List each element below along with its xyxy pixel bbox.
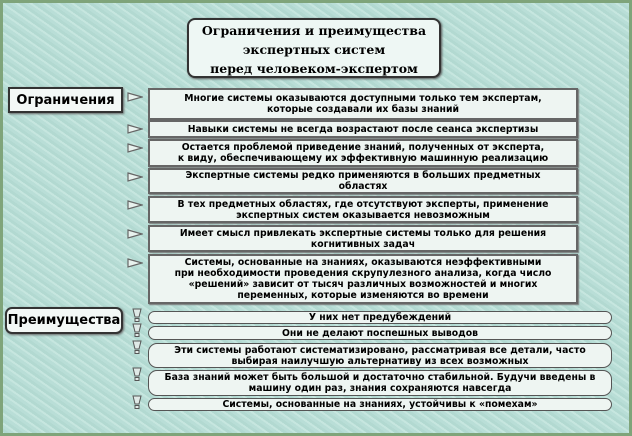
limitations-label: Ограничения — [8, 87, 123, 113]
limitation-item: В тех предметных областях, где отсутству… — [148, 196, 578, 223]
arrow-icon — [127, 229, 143, 239]
limitation-item: Имеет смысл привлекать экспертные систем… — [148, 225, 578, 252]
advantage-item: Системы, основанные на знаниях, устойчив… — [148, 398, 612, 411]
exclamation-icon — [132, 308, 142, 322]
limitation-text: «решений» зависит от тысяч различных воз… — [188, 279, 538, 290]
limitation-text: когнитивных задач — [310, 238, 416, 250]
limitation-item: Многие системы оказываются доступными то… — [148, 88, 578, 120]
arrow-icon — [127, 124, 143, 134]
limitation-text: областях — [338, 181, 388, 192]
limitation-text: В тех предметных областях, где отсутству… — [177, 198, 549, 210]
limitation-text: при необходимости проведения скрупулезно… — [174, 268, 552, 279]
advantage-text: База знаний может быть большой и достато… — [164, 372, 596, 383]
advantage-text: У них нет предубеждений — [308, 312, 452, 323]
arrow-icon — [127, 143, 143, 153]
limitation-text: которые создавали их базы знаний — [267, 104, 459, 115]
advantage-text: Они не делают поспешных выводов — [282, 327, 478, 339]
limitation-text: Экспертные системы редко применяются в б… — [185, 170, 541, 181]
slide-title: Ограничения и преимущества экспертных си… — [187, 18, 441, 78]
advantage-item: Они не делают поспешных выводов — [148, 326, 612, 340]
limitation-item: Экспертные системы редко применяются в б… — [148, 168, 578, 194]
limitation-text: Навыки системы не всегда возрастают посл… — [187, 123, 539, 135]
limitation-text: к виду, обеспечивающему их эффективную м… — [177, 153, 549, 164]
limitation-text: Имеет смысл привлекать экспертные систем… — [179, 227, 547, 239]
advantage-text: машину один раз, знания сохраняются навс… — [248, 383, 512, 394]
limitation-item: Системы, основанные на знаниях, оказываю… — [148, 254, 578, 304]
advantage-item: У них нет предубеждений — [148, 311, 612, 324]
advantage-item: База знаний может быть большой и достато… — [148, 370, 612, 396]
exclamation-icon — [132, 340, 142, 354]
arrow-icon — [127, 258, 143, 268]
advantage-item: Эти системы работают систематизировано, … — [148, 343, 612, 368]
advantage-text: выбирая наилучшую альтернативу из всех в… — [231, 355, 529, 367]
limitation-text: экспертных систем оказывается невозможны… — [236, 209, 490, 221]
arrow-icon — [127, 200, 143, 210]
advantage-text: Системы, основанные на знаниях, устойчив… — [222, 399, 538, 410]
advantage-text: Эти системы работают систематизировано, … — [174, 344, 586, 356]
title-line: перед человеком-экспертом — [210, 61, 418, 76]
arrow-icon — [127, 172, 143, 182]
exclamation-icon — [132, 323, 142, 337]
title-line: Ограничения и преимущества — [201, 23, 427, 38]
limitation-text: Остается проблемой приведение знаний, по… — [181, 142, 545, 153]
exclamation-icon — [132, 367, 142, 381]
limitation-item: Навыки системы не всегда возрастают посл… — [148, 120, 578, 138]
exclamation-icon — [132, 395, 142, 409]
limitation-item: Остается проблемой приведение знаний, по… — [148, 139, 578, 167]
limitation-text: Системы, основанные на знаниях, оказываю… — [184, 257, 542, 268]
limitation-text: переменных, которые изменяются во времен… — [237, 290, 489, 301]
limitation-text: Многие системы оказываются доступными то… — [184, 93, 542, 104]
title-line: экспертных систем — [242, 42, 386, 57]
arrow-icon — [127, 92, 143, 102]
advantages-label: Преимущества — [5, 307, 123, 334]
